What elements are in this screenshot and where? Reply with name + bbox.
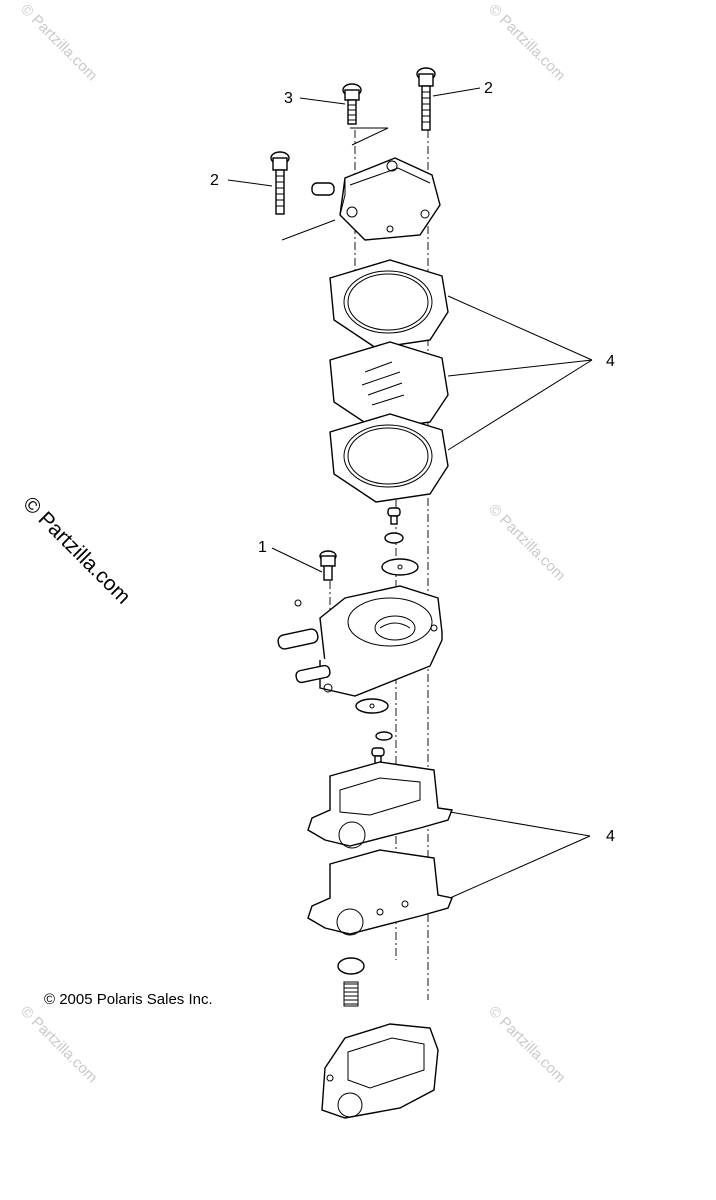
leader-lines <box>227 87 593 899</box>
watermark-top-left: © Partzilla.com <box>17 1 100 84</box>
callout-4-lower: 4 <box>606 828 615 845</box>
callout-2-right: 2 <box>484 80 493 97</box>
gasket-lower-1 <box>307 761 453 849</box>
valve-disc-lower <box>355 698 389 714</box>
gasket-middle <box>329 413 449 503</box>
watermark-left-large: © Partzilla.com <box>18 492 134 608</box>
gasket-upper <box>329 259 449 349</box>
pump-bottom-cover <box>321 1023 439 1119</box>
watermark-mid-right: © Partzilla.com <box>485 501 568 584</box>
valve-screw-upper <box>384 507 404 544</box>
pump-top-cover <box>311 157 441 241</box>
valve-screw-lower <box>371 731 393 765</box>
check-valve-plate <box>329 341 449 431</box>
watermark-top-right: © Partzilla.com <box>485 1 568 84</box>
screw-2-right <box>416 67 436 131</box>
spring <box>343 981 359 1007</box>
callout-3: 3 <box>284 90 293 107</box>
watermark-bottom-right: © Partzilla.com <box>485 1003 568 1086</box>
callout-4-upper: 4 <box>606 353 615 370</box>
copyright-notice: © 2005 Polaris Sales Inc. <box>44 991 213 1008</box>
screw-3 <box>342 83 362 125</box>
screw-1 <box>319 550 337 581</box>
gasket-lower-2 <box>307 849 453 936</box>
watermark-group: © Partzilla.com © Partzilla.com © Partzi… <box>17 1 568 1086</box>
callout-2-left: 2 <box>210 172 219 189</box>
valve-disc-upper <box>381 558 419 576</box>
valve-cap <box>337 957 365 975</box>
callout-1: 1 <box>258 539 267 556</box>
screw-2-left <box>270 151 290 215</box>
pump-body <box>277 585 443 697</box>
watermark-bottom-left: © Partzilla.com <box>17 1003 100 1086</box>
